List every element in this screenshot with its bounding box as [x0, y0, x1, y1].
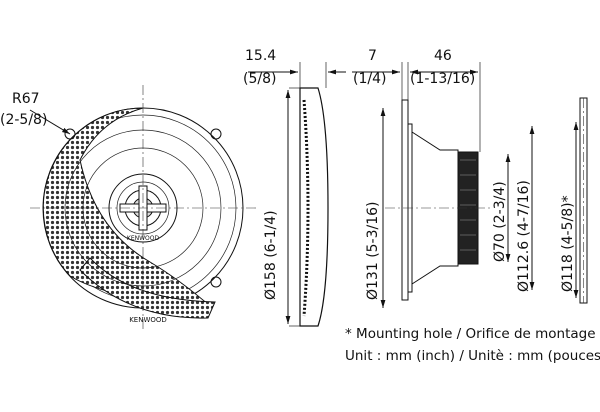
front-view: KENWOOD KENWOOD R67 (2-5/8): [0, 85, 258, 330]
radius-inch-label: (2-5/8): [0, 112, 47, 128]
mounting-hole-view: Ø118 (4-5/8)*: [560, 97, 588, 304]
mount-depth-label: 7: [368, 48, 377, 64]
flange-depth-inch-label: (5/8): [243, 71, 276, 87]
screw-hole-icon: [64, 128, 76, 140]
body-depth-label: 46: [434, 48, 452, 64]
screw-hole-icon: [210, 128, 222, 140]
screw-hole-icon: [210, 276, 222, 288]
unit-note: Unit : mm (inch) / Unitè : mm (pouces): [345, 348, 600, 364]
grille-cover-lower: [79, 257, 216, 319]
basket-diameter-label: Ø112.6 (4-7/16): [516, 180, 532, 292]
frame-diameter-label: Ø131 (5-3/16): [365, 201, 381, 300]
brand-logo: KENWOOD: [129, 316, 167, 324]
side-view-flange: 15.4 (5/8) Ø158 (6-1/4): [243, 48, 346, 327]
magnet-diameter-label: Ø70 (2-3/4): [492, 181, 508, 262]
outer-diameter-label: Ø158 (6-1/4): [263, 210, 279, 300]
mount-depth-inch-label: (1/4): [353, 71, 386, 87]
radius-label: R67: [12, 91, 40, 107]
flange-depth-label: 15.4: [245, 48, 276, 64]
body-depth-inch-label: (1-13/16): [410, 71, 475, 87]
brand-label: KENWOOD: [127, 235, 160, 242]
side-view-body: 7 (1/4) 46 (1-13/16) Ø131 (5-3/16) Ø70 (…: [352, 48, 535, 308]
mounting-hole-note: * Mounting hole / Orifice de montage: [345, 326, 596, 342]
mounting-hole-diameter-label: Ø118 (4-5/8)*: [560, 195, 576, 292]
